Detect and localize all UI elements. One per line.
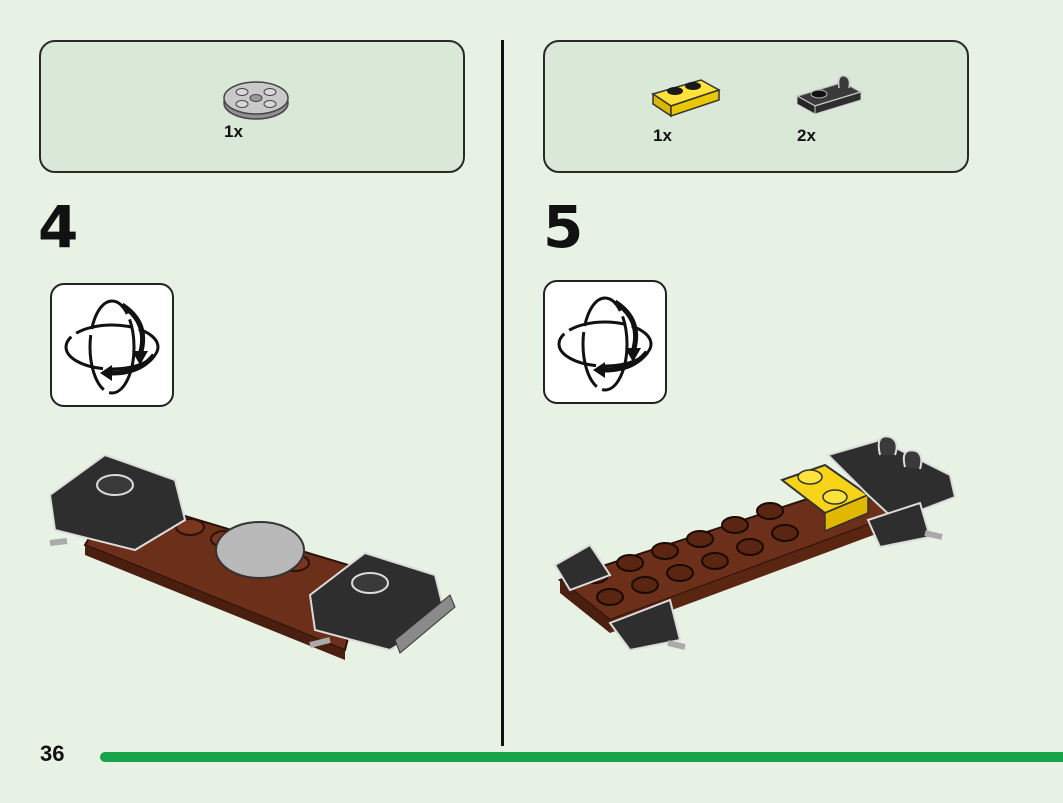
rotate-model-icon	[557, 296, 653, 392]
parts-callout-step-5: 1x 2x	[543, 40, 969, 173]
rotate-model-callout	[50, 283, 174, 407]
plate-1x2-yellow-icon	[651, 79, 721, 118]
step-divider	[501, 40, 504, 746]
page-number: 36	[40, 741, 65, 766]
plate-clip-dark-gray-icon	[795, 75, 863, 115]
part-quantity: 1x	[653, 126, 672, 145]
step-number: 5	[543, 193, 584, 261]
model-illustration-step-5	[553, 435, 957, 652]
model-illustration-step-4	[48, 453, 456, 660]
rotate-model-icon	[64, 299, 160, 395]
round-plate-gray-icon	[223, 81, 289, 120]
progress-bar	[100, 752, 1063, 762]
part-quantity: 2x	[797, 126, 816, 145]
part-quantity: 1x	[224, 122, 243, 141]
rotate-model-callout	[543, 280, 667, 404]
step-number: 4	[38, 193, 79, 261]
parts-callout-step-4: 1x	[39, 40, 465, 173]
